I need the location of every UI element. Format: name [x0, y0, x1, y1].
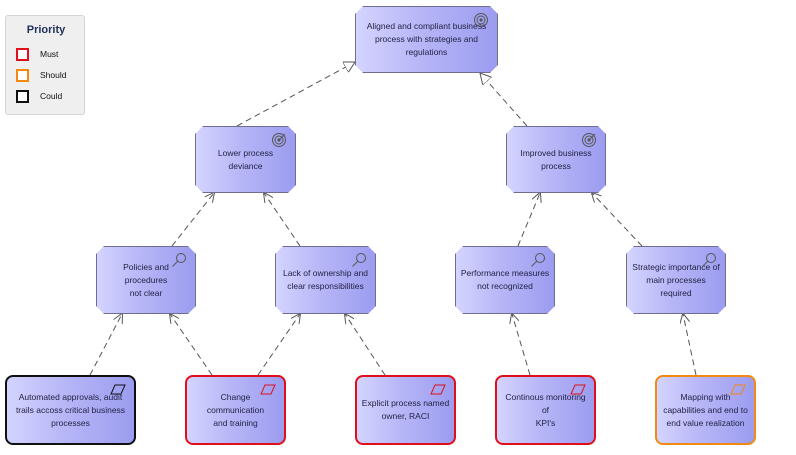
priority-legend: Priority Must Should Could [5, 15, 85, 115]
node-label: Performance measures not recognized [460, 268, 550, 291]
requirement-node-automated-approvals[interactable]: Automated approvals, audit trails accoss… [5, 375, 136, 445]
assessment-node-policies[interactable]: Policies and procedures not clear [96, 246, 196, 314]
goal-node-lower-deviance[interactable]: Lower process deviance [195, 126, 296, 193]
influence-connector[interactable] [257, 314, 300, 376]
magnifier-icon [351, 252, 367, 268]
requirement-node-mapping-capabilities[interactable]: Mapping with capabilities and end to end… [655, 375, 756, 445]
influence-connector[interactable] [89, 314, 122, 376]
assessment-node-ownership[interactable]: Lack of ownership and clear responsibili… [275, 246, 376, 314]
legend-label: Should [40, 70, 67, 80]
requirement-node-change-communication[interactable]: Change communication and training [185, 375, 286, 445]
requirement-icon [430, 382, 446, 398]
requirement-icon [260, 382, 276, 398]
influence-connector[interactable] [264, 193, 301, 247]
goal-icon [473, 12, 489, 28]
influence-connector[interactable] [512, 314, 531, 376]
node-label: Improved business process [520, 147, 592, 171]
requirement-node-continuous-monitoring[interactable]: Continous monitoring of KPI's [495, 375, 596, 445]
connectors [89, 62, 697, 376]
could-swatch-icon [16, 90, 29, 103]
assessment-node-performance[interactable]: Performance measures not recognized [455, 246, 555, 314]
assessment-node-strategic[interactable]: Strategic importance of main processes r… [626, 246, 726, 314]
goal-icon [271, 132, 287, 148]
influence-connector[interactable] [683, 314, 697, 376]
node-label: Continous monitoring of KPI's [505, 391, 586, 428]
influence-connector[interactable] [171, 193, 214, 247]
influence-connector[interactable] [170, 314, 213, 376]
legend-item-should: Should [16, 69, 84, 85]
node-label: Strategic importance of main processes r… [632, 261, 720, 298]
goal-node-improved-process[interactable]: Improved business process [506, 126, 606, 193]
legend-title: Priority [26, 24, 66, 36]
goal-node-aligned-compliant[interactable]: Aligned and compliant business process w… [355, 6, 498, 73]
node-label: Lower process deviance [217, 147, 274, 171]
influence-connector[interactable] [592, 193, 643, 247]
influence-connector[interactable] [345, 314, 386, 376]
magnifier-icon [171, 252, 187, 268]
requirement-node-explicit-owner[interactable]: Explicit process named owner, RACI [355, 375, 456, 445]
node-label: Lack of ownership and clear responsibili… [282, 268, 369, 291]
specialization-connector[interactable] [480, 73, 528, 127]
goal-icon [581, 132, 597, 148]
requirement-icon [730, 382, 746, 398]
legend-item-must: Must [16, 48, 84, 64]
node-label: Explicit process named owner, RACI [361, 398, 450, 421]
legend-item-could: Could [16, 90, 84, 106]
node-label: Automated approvals, audit trails accoss… [15, 391, 126, 428]
specialization-connector[interactable] [236, 62, 355, 127]
legend-label: Must [40, 49, 59, 59]
must-swatch-icon [16, 48, 29, 61]
node-label: Change communication and training [206, 391, 265, 428]
requirement-icon [110, 382, 126, 398]
influence-connector[interactable] [517, 193, 540, 247]
node-label: Policies and procedures not clear [123, 261, 169, 298]
node-label: Mapping with capabilities and end to end… [663, 391, 748, 428]
should-swatch-icon [16, 69, 29, 82]
magnifier-icon [530, 252, 546, 268]
node-label: Aligned and compliant business process w… [366, 21, 487, 57]
requirement-icon [570, 382, 586, 398]
magnifier-icon [701, 252, 717, 268]
legend-label: Could [40, 91, 63, 101]
